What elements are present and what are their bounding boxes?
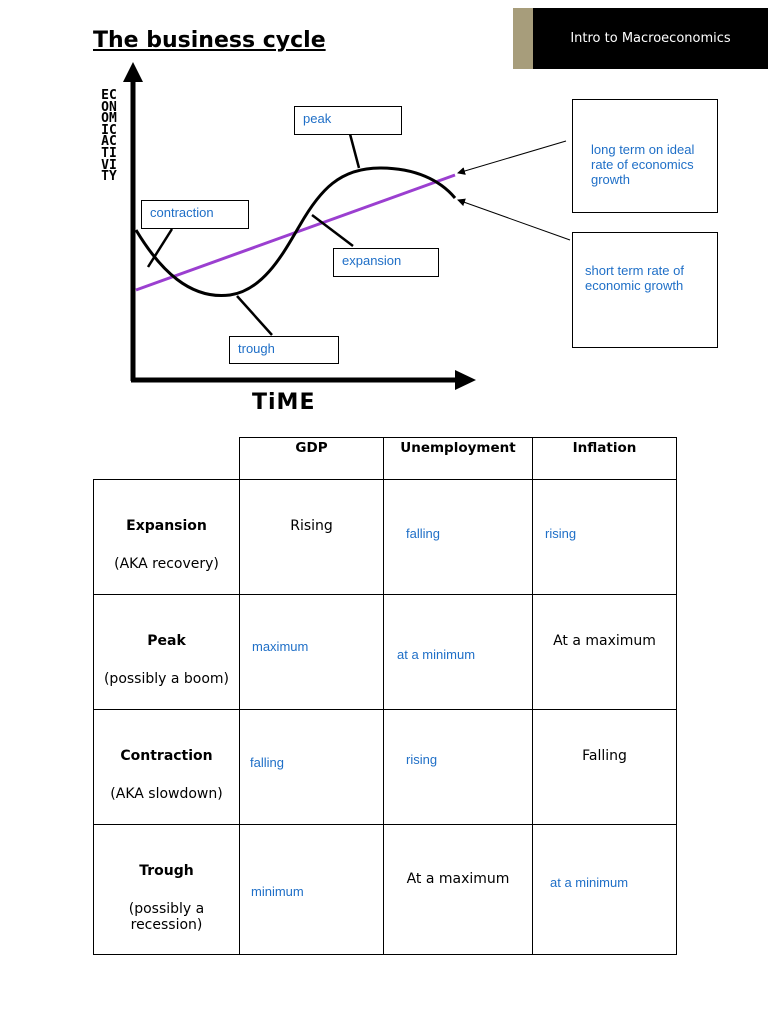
- unemployment-value: at a minimum: [397, 647, 476, 662]
- table-row: Contraction (AKA slowdown) falling risin…: [93, 709, 677, 825]
- inflation-cell: at a minimum: [532, 824, 677, 955]
- state-alias: (AKA slowdown): [110, 786, 223, 802]
- unemployment-cell: rising: [383, 709, 533, 825]
- inflation-value: at a minimum: [550, 875, 629, 890]
- course-title: Intro to Macroeconomics: [570, 31, 731, 46]
- header-accent: [513, 8, 533, 69]
- header-band: [513, 8, 768, 69]
- unemployment-value: rising: [406, 752, 438, 767]
- state-cell: Contraction (AKA slowdown): [93, 709, 240, 825]
- state-alias: (AKA recovery): [114, 556, 219, 572]
- x-axis-label: TiME: [252, 390, 316, 415]
- table-row: Expansion (AKA recovery) Rising falling …: [93, 479, 677, 595]
- table-row: Trough (possibly a recession) minimum At…: [93, 824, 677, 955]
- peak-label: peak: [294, 106, 402, 135]
- state-cell: Trough (possibly a recession): [93, 824, 240, 955]
- short-term-arrow: [457, 198, 571, 241]
- trough-pointer: [236, 295, 273, 336]
- business-cycle-table: GDP Unemployment Inflation Expansion (AK…: [93, 437, 677, 955]
- x-axis-arrow: [455, 370, 476, 390]
- y-axis-arrow: [123, 62, 143, 82]
- col-head-gdp: GDP: [239, 437, 384, 480]
- state-cell: Expansion (AKA recovery): [93, 479, 240, 595]
- unemployment-value: falling: [406, 526, 440, 541]
- col-head-inflation: Inflation: [532, 437, 677, 480]
- state-alias: (possibly a recession): [128, 901, 205, 933]
- blank-header: [94, 438, 240, 480]
- inflation-value: Falling: [582, 748, 627, 764]
- long-term-arrow: [457, 140, 567, 175]
- col-head-unemployment: Unemployment: [383, 437, 533, 480]
- state-alias: (possibly a boom): [103, 671, 230, 687]
- long-term-note: long term on ideal rate of economics gro…: [572, 99, 718, 213]
- state-cell: Peak (possibly a boom): [93, 594, 240, 710]
- inflation-cell: rising: [532, 479, 677, 595]
- contraction-label: contraction: [141, 200, 249, 229]
- table-header-row: GDP Unemployment Inflation: [94, 437, 677, 480]
- expansion-label: expansion: [333, 248, 439, 277]
- business-cycle-diagram: [123, 62, 571, 390]
- state-name: Peak: [147, 633, 186, 649]
- gdp-value: Rising: [290, 518, 333, 534]
- trough-label: trough: [229, 336, 339, 364]
- short-term-note: short term rate of economic growth: [572, 232, 718, 348]
- gdp-cell: Rising: [239, 479, 384, 595]
- gdp-value: maximum: [252, 639, 309, 654]
- inflation-cell: Falling: [532, 709, 677, 825]
- unemployment-cell: at a minimum: [383, 594, 533, 710]
- gdp-cell: falling: [239, 709, 384, 825]
- y-axis-label: ECONOMIC ACTIVITY: [101, 88, 125, 185]
- gdp-value: falling: [250, 755, 284, 770]
- gdp-cell: maximum: [239, 594, 384, 710]
- state-name: Expansion: [126, 518, 207, 534]
- table-row: Peak (possibly a boom) maximum at a mini…: [93, 594, 677, 710]
- gdp-value: minimum: [251, 884, 304, 899]
- peak-pointer: [348, 133, 361, 169]
- expansion-pointer: [311, 214, 354, 247]
- inflation-value: rising: [545, 526, 577, 541]
- unemployment-value: At a maximum: [406, 871, 510, 887]
- state-name: Trough: [139, 863, 194, 879]
- page-title: The business cycle: [93, 28, 326, 53]
- unemployment-cell: At a maximum: [383, 824, 533, 955]
- inflation-cell: At a maximum: [532, 594, 677, 710]
- contraction-pointer: [146, 228, 174, 268]
- gdp-cell: minimum: [239, 824, 384, 955]
- cycle-curve: [134, 166, 457, 298]
- unemployment-cell: falling: [383, 479, 533, 595]
- state-name: Contraction: [120, 748, 213, 764]
- inflation-value: At a maximum: [553, 633, 656, 649]
